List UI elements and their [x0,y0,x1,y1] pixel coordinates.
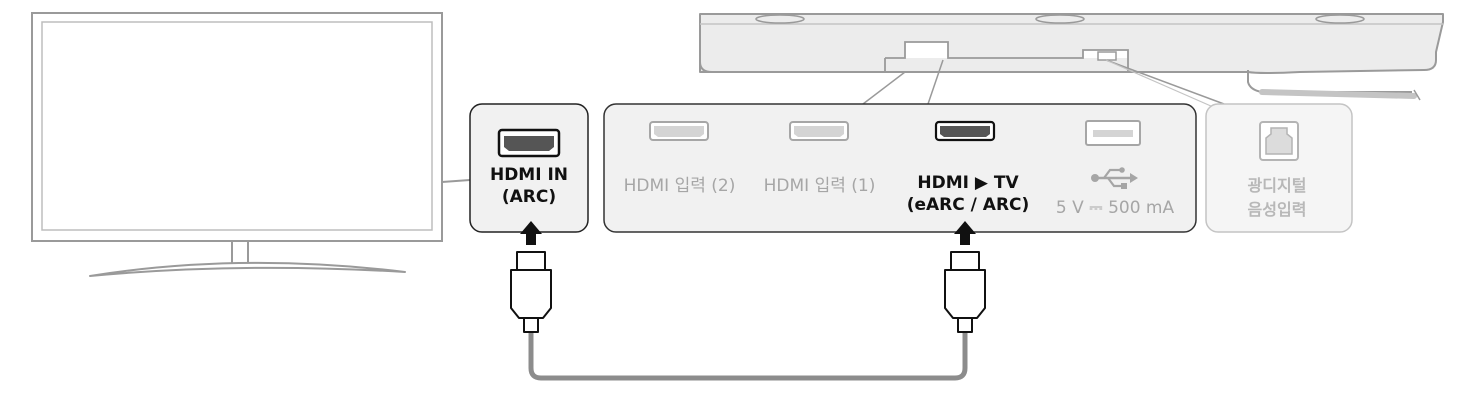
usb-symbol-icon [1091,167,1138,189]
hdmi-port-icon [649,121,709,141]
hdmi-port-icon [497,128,561,158]
usb-port-icon [1085,120,1141,146]
arrow-up-icon [520,221,542,245]
hdmi-out-tv-label-line1: HDMI ▶ TV [917,173,1019,193]
optical-input-label: 광디지털 음성입력 [1214,174,1340,222]
hdmi-out-tv-label-line2: (eARC / ARC) [906,195,1030,215]
tv-screen [41,21,433,231]
soundbar [699,13,1444,111]
tv-stand [89,261,406,277]
hdmi-cable-wire [528,333,968,381]
hdmi-in-1-label: HDMI 입력 (1) [763,176,876,196]
hdmi-in-2-label: HDMI 입력 (2) [623,176,736,196]
tv-port-panel [469,103,589,233]
optical-port-panel [1205,103,1353,233]
soundbar-top-ring [755,14,805,24]
hdmi-plug-icon [510,251,552,333]
arrow-up-icon [954,221,976,245]
optical-port-panel-box [1205,103,1353,233]
tv-hdmi-in-label-line1: HDMI IN [489,165,569,185]
soundbar-port-panel [603,103,1197,233]
usb-spec-label: 5 V ⎓ 500 mA [1055,198,1175,218]
soundbar-top-ring [1315,14,1365,24]
tv-hdmi-in-label: HDMI IN (ARC) [470,164,588,208]
tv-callout-line [441,179,471,183]
optical-input-label-line2: 음성입력 [1247,200,1307,219]
callout-line-right [1105,59,1225,105]
tv-neck [231,240,249,266]
optical-input-label-line1: 광디지털 [1247,176,1307,195]
hdmi-out-tv-label: HDMI ▶ TV (eARC / ARC) [888,172,1048,216]
tv-hdmi-in-label-line2: (ARC) [501,187,557,207]
hdmi-plug-icon [944,251,986,333]
soundbar-top-ring [1035,14,1085,24]
tv [31,12,471,277]
hdmi-port-icon [934,120,996,142]
soundbar-port-panel-box [603,103,1197,233]
hdmi-port-icon [789,121,849,141]
optical-port-icon [1259,121,1299,161]
hdmi-cable [528,333,968,381]
callout-line-left [927,59,944,105]
soundbar-rear-ports [885,41,1129,59]
